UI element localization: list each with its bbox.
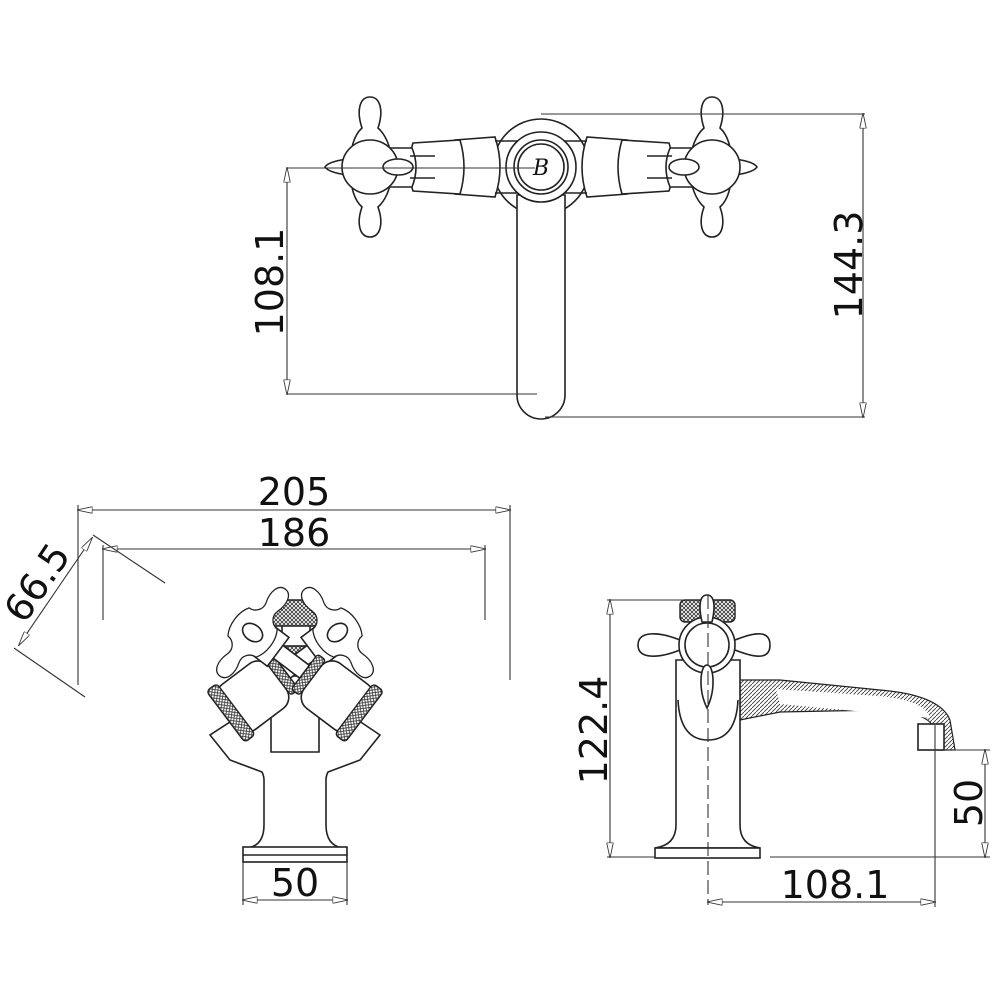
top-view: B 108.1 144.3 bbox=[248, 96, 871, 420]
dim-spout-reach: 108.1 bbox=[781, 863, 890, 907]
dim-base-width: 50 bbox=[271, 861, 319, 905]
dim-overall-width: 205 bbox=[258, 470, 331, 514]
left-arm-front bbox=[207, 574, 389, 742]
dim-handle-diameter: 66.5 bbox=[0, 535, 79, 630]
dim-top-depth: 144.3 bbox=[827, 211, 871, 320]
right-arm-front bbox=[201, 574, 383, 742]
dim-top-spout-drop: 108.1 bbox=[248, 228, 292, 337]
spout-top bbox=[516, 194, 566, 420]
dim-handle-centers: 186 bbox=[258, 511, 331, 555]
side-view: 122.4 50 108.1 bbox=[572, 594, 991, 907]
right-handle-top bbox=[562, 96, 758, 238]
brand-logo: B bbox=[532, 156, 549, 181]
left-handle-top bbox=[324, 96, 520, 238]
front-view: 205 186 66.5 50 bbox=[0, 470, 510, 905]
dim-overall-height: 122.4 bbox=[572, 676, 616, 785]
dim-spout-clearance: 50 bbox=[947, 779, 991, 827]
aerator bbox=[917, 723, 945, 751]
